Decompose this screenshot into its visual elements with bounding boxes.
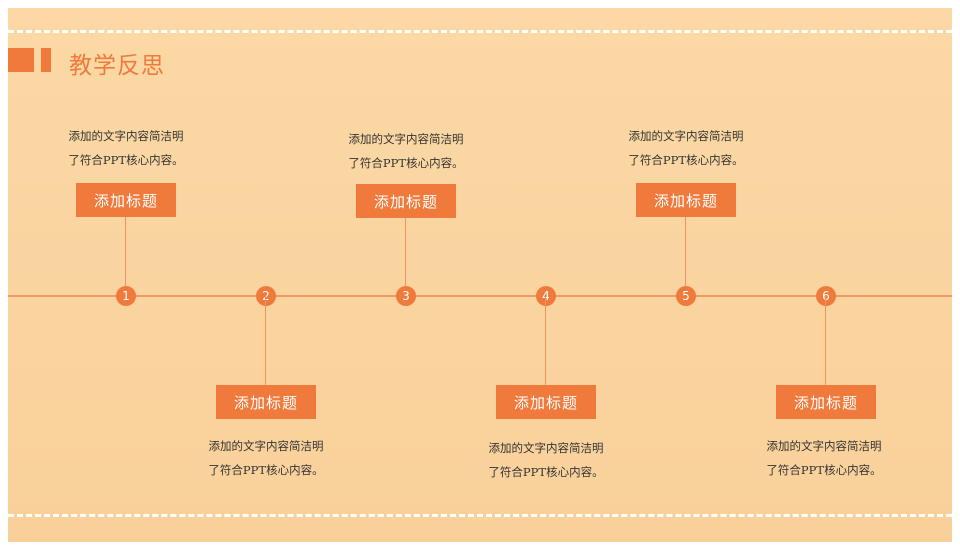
- description-line: 添加的文字内容简洁明: [68, 129, 184, 143]
- connector-line: [265, 296, 266, 385]
- description-line: 了符合PPT核心内容。: [766, 463, 882, 477]
- connector-line: [125, 217, 126, 296]
- timeline-axis: [8, 295, 952, 297]
- timeline-node-1[interactable]: 1: [116, 286, 136, 306]
- timeline-item-4-title[interactable]: 添加标题: [496, 385, 596, 419]
- timeline-node-3[interactable]: 3: [396, 286, 416, 306]
- description-line: 添加的文字内容简洁明: [348, 132, 464, 146]
- timeline-node-2[interactable]: 2: [256, 286, 276, 306]
- description-line: 了符合PPT核心内容。: [68, 153, 184, 167]
- bottom-dashed-divider: [8, 514, 952, 517]
- timeline-item-5-title[interactable]: 添加标题: [636, 183, 736, 217]
- timeline-item-6-title[interactable]: 添加标题: [776, 385, 876, 419]
- top-dashed-divider: [8, 30, 952, 33]
- connector-line: [545, 296, 546, 385]
- timeline-item-4-description: 添加的文字内容简洁明 了符合PPT核心内容。: [466, 436, 626, 484]
- page-title: 教学反思: [69, 53, 165, 79]
- connector-line: [825, 296, 826, 385]
- description-line: 了符合PPT核心内容。: [348, 156, 464, 170]
- header-accent-block: [8, 48, 34, 72]
- timeline-node-5[interactable]: 5: [676, 286, 696, 306]
- timeline-node-6[interactable]: 6: [816, 286, 836, 306]
- description-line: 添加的文字内容简洁明: [488, 441, 604, 455]
- timeline-item-2-title[interactable]: 添加标题: [216, 385, 316, 419]
- description-line: 添加的文字内容简洁明: [766, 439, 882, 453]
- timeline-item-6-description: 添加的文字内容简洁明 了符合PPT核心内容。: [744, 434, 904, 482]
- timeline-item-5-description: 添加的文字内容简洁明 了符合PPT核心内容。: [606, 124, 766, 172]
- connector-line: [405, 218, 406, 296]
- timeline-item-3-title[interactable]: 添加标题: [356, 184, 456, 218]
- timeline-item-3-description: 添加的文字内容简洁明 了符合PPT核心内容。: [326, 127, 486, 175]
- connector-line: [685, 217, 686, 296]
- slide: 教学反思 添加的文字内容简洁明 了符合PPT核心内容。 添加标题 1 2 添加标…: [8, 8, 952, 542]
- description-line: 了符合PPT核心内容。: [488, 465, 604, 479]
- header-accent-bar: [41, 48, 51, 72]
- timeline-item-2-description: 添加的文字内容简洁明 了符合PPT核心内容。: [186, 434, 346, 482]
- timeline-node-4[interactable]: 4: [536, 286, 556, 306]
- description-line: 添加的文字内容简洁明: [628, 129, 744, 143]
- timeline-item-1-description: 添加的文字内容简洁明 了符合PPT核心内容。: [46, 124, 206, 172]
- description-line: 了符合PPT核心内容。: [208, 463, 324, 477]
- description-line: 了符合PPT核心内容。: [628, 153, 744, 167]
- timeline-item-1-title[interactable]: 添加标题: [76, 183, 176, 217]
- description-line: 添加的文字内容简洁明: [208, 439, 324, 453]
